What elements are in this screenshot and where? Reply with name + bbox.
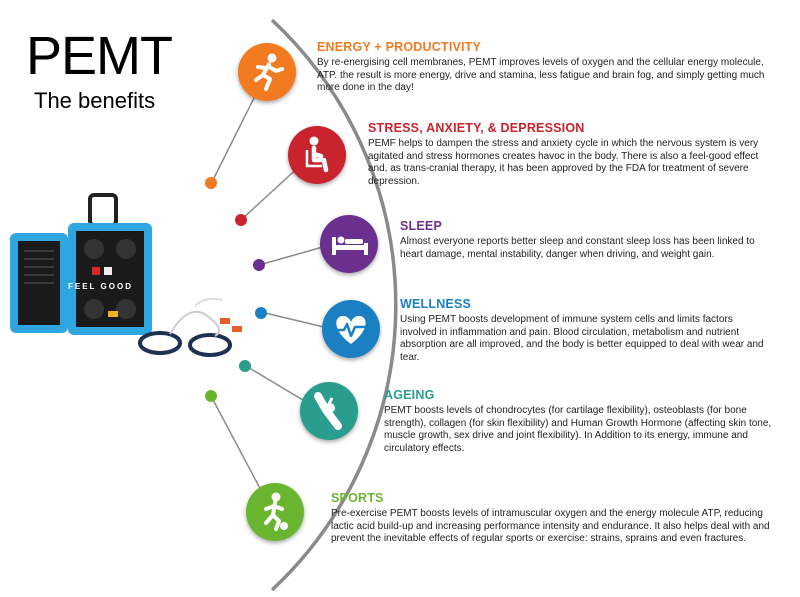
- benefit-sports-text: Pre-exercise PEMT boosts levels of intra…: [331, 508, 770, 545]
- dot-ageing: [239, 360, 251, 372]
- benefit-ageing-text: PEMT boosts levels of chondrocytes (for …: [384, 405, 772, 454]
- benefit-stress-title: STRESS, ANXIETY, & DEPRESSION: [368, 121, 585, 135]
- spoke-sleep: [258, 244, 331, 266]
- spoke-ageing: [245, 365, 309, 404]
- dot-sleep: [253, 259, 265, 271]
- running-person-icon: [238, 43, 296, 101]
- device-brand-text: FEEL GOOD: [68, 282, 133, 291]
- dot-energy: [205, 177, 217, 189]
- benefit-energy-title: ENERGY + PRODUCTIVITY: [317, 40, 482, 54]
- spoke-sports: [210, 395, 264, 495]
- benefit-wellness-text: Using PEMT boosts development of immune …: [400, 314, 764, 363]
- bed-icon: [320, 215, 378, 273]
- benefit-stress: STRESS, ANXIETY, & DEPRESSION PEMF helps…: [368, 121, 773, 188]
- benefit-sleep-text: Almost everyone reports better sleep and…: [400, 236, 755, 260]
- knee-joint-icon: [300, 382, 358, 440]
- dot-stress: [235, 214, 247, 226]
- benefit-stress-text: PEMF helps to dampen the stress and anxi…: [368, 138, 759, 187]
- benefit-energy: ENERGY + PRODUCTIVITY By re-energising c…: [317, 40, 772, 95]
- benefit-energy-text: By re-energising cell membranes, PEMT im…: [317, 57, 765, 94]
- soccer-player-icon: [246, 483, 304, 541]
- arc-line: [270, 18, 398, 592]
- benefit-ageing: AGEING PEMT boosts levels of chondrocyte…: [384, 388, 772, 455]
- page-subtitle: The benefits: [34, 88, 156, 113]
- benefit-sports-title: SPORTS: [331, 491, 384, 505]
- spoke-wellness: [260, 311, 329, 329]
- benefit-wellness-title: WELLNESS: [400, 297, 472, 311]
- benefit-ageing-title: AGEING: [384, 388, 435, 402]
- heartbeat-icon: [322, 300, 380, 358]
- benefit-sports: SPORTS Pre-exercise PEMT boosts levels o…: [331, 491, 773, 546]
- seated-person-icon: [288, 126, 346, 184]
- dot-wellness: [255, 307, 267, 319]
- dot-sports: [205, 390, 217, 402]
- benefit-wellness: WELLNESS Using PEMT boosts development o…: [400, 297, 772, 364]
- benefit-sleep-title: SLEEP: [400, 219, 442, 233]
- pemf-device-case: FEEL GOOD: [8, 185, 158, 355]
- benefit-sleep: SLEEP Almost everyone reports better sle…: [400, 219, 772, 261]
- page-title: PEMT: [26, 26, 173, 86]
